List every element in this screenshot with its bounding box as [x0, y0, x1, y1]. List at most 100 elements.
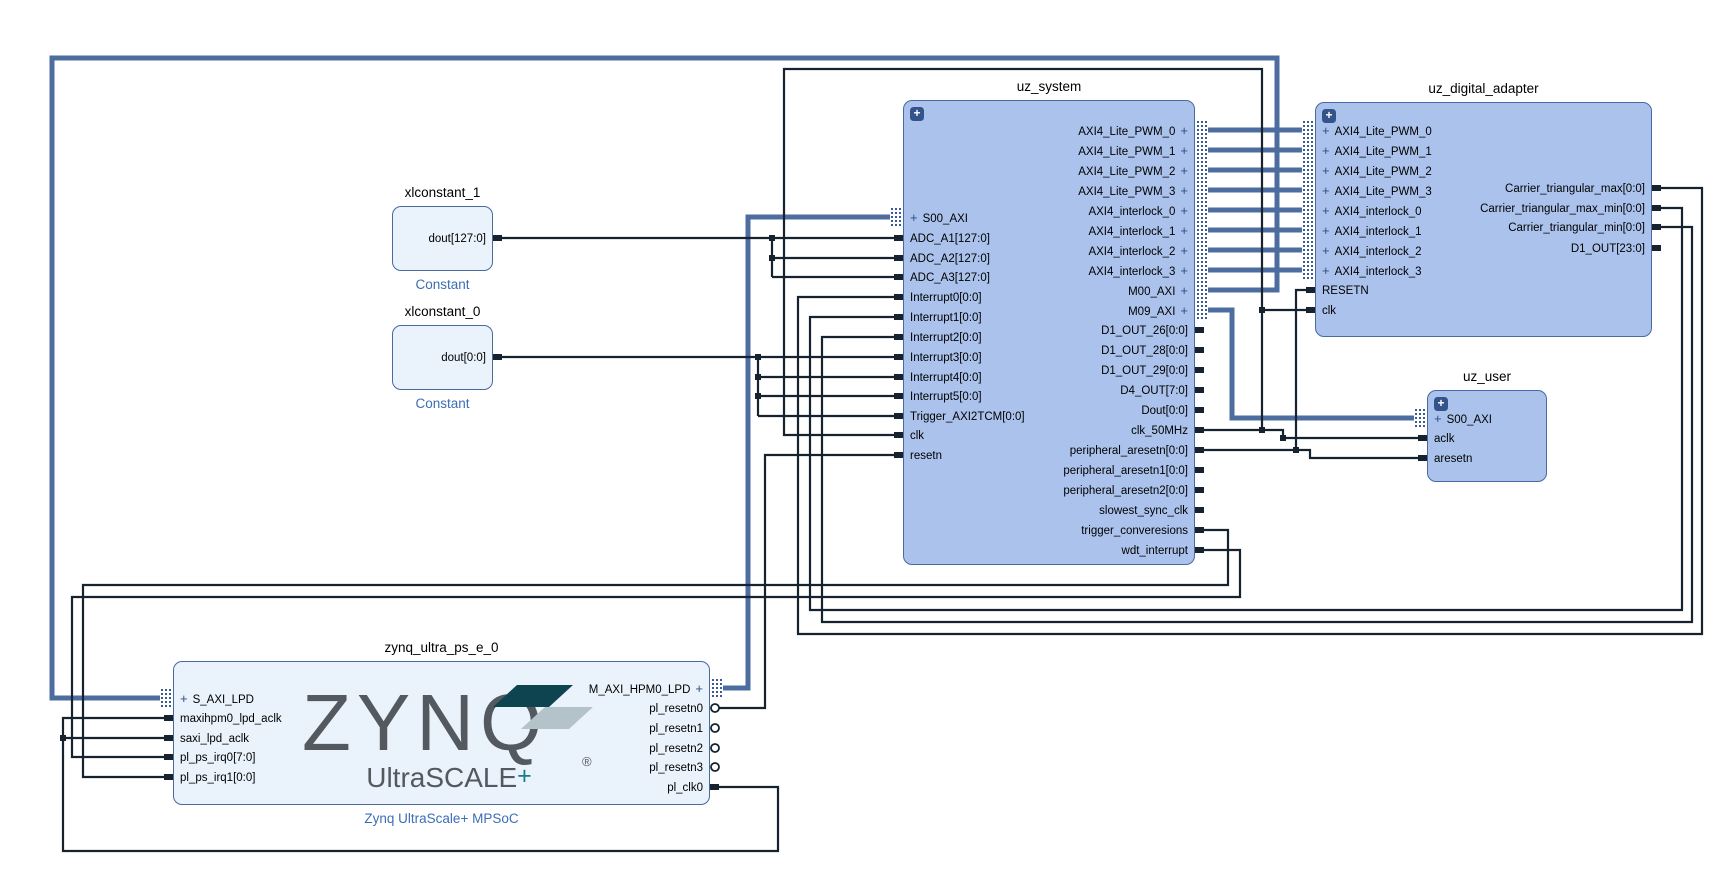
- port-aresetn[interactable]: aresetn: [1434, 451, 1472, 467]
- pin[interactable]: [894, 413, 903, 419]
- signal-wire[interactable]: [782, 67, 1264, 437]
- pin[interactable]: [894, 334, 903, 340]
- pin[interactable]: [1195, 487, 1204, 493]
- signal-wire[interactable]: [1195, 288, 1315, 452]
- port-Dout[0:0][interactable]: Dout[0:0]: [1141, 403, 1188, 419]
- pin[interactable]: [1418, 455, 1427, 461]
- inverted-pin[interactable]: [710, 743, 720, 753]
- interface-wire[interactable]: [1207, 307, 1415, 421]
- port-AXI4_Lite_PWM_2[interactable]: AXI4_Lite_PWM_2+: [1078, 163, 1188, 179]
- port-ADC_A2[127:0][interactable]: ADC_A2[127:0]: [910, 251, 990, 267]
- port-Interrupt5[0:0][interactable]: Interrupt5[0:0]: [910, 389, 982, 405]
- port-AXI4_Lite_PWM_2[interactable]: +AXI4_Lite_PWM_2: [1322, 163, 1432, 179]
- inverted-pin[interactable]: [710, 703, 720, 713]
- port-AXI4_interlock_0[interactable]: +AXI4_interlock_0: [1322, 203, 1422, 219]
- pin[interactable]: [1306, 307, 1315, 313]
- pin[interactable]: [1418, 435, 1427, 441]
- block-uz_digital_adapter[interactable]: ++AXI4_Lite_PWM_0+AXI4_Lite_PWM_1+AXI4_L…: [1315, 102, 1652, 337]
- signal-wire[interactable]: [81, 528, 1230, 779]
- port-pl_resetn3[interactable]: pl_resetn3: [649, 760, 703, 776]
- port-maxihpm0_lpd_aclk[interactable]: maxihpm0_lpd_aclk: [180, 711, 282, 727]
- port-AXI4_Lite_PWM_0[interactable]: +AXI4_Lite_PWM_0: [1322, 123, 1432, 139]
- port-saxi_lpd_aclk[interactable]: saxi_lpd_aclk: [180, 731, 249, 747]
- port-AXI4_Lite_PWM_0[interactable]: AXI4_Lite_PWM_0+: [1078, 123, 1188, 139]
- port-clk[interactable]: clk: [910, 428, 924, 444]
- port-peripheral_aresetn[0:0][interactable]: peripheral_aresetn[0:0]: [1070, 443, 1188, 459]
- port-D1_OUT_28[0:0][interactable]: D1_OUT_28[0:0]: [1101, 343, 1188, 359]
- port-AXI4_interlock_1[interactable]: AXI4_interlock_1+: [1088, 223, 1188, 239]
- pin[interactable]: [894, 452, 903, 458]
- pin[interactable]: [894, 393, 903, 399]
- port-AXI4_interlock_0[interactable]: AXI4_interlock_0+: [1088, 203, 1188, 219]
- signal-wire[interactable]: [718, 453, 903, 710]
- port-S00_AXI[interactable]: +S00_AXI: [910, 210, 968, 226]
- inverted-pin[interactable]: [710, 723, 720, 733]
- port-RESETN[interactable]: RESETN: [1322, 283, 1369, 299]
- port-D1_OUT[23:0][interactable]: D1_OUT[23:0]: [1571, 241, 1645, 257]
- signal-wire[interactable]: [61, 716, 780, 853]
- block-xlconstant_0[interactable]: dout[0:0]: [392, 325, 493, 390]
- pin[interactable]: [894, 374, 903, 380]
- port-dout[0:0][interactable]: dout[0:0]: [441, 350, 486, 366]
- expand-icon[interactable]: +: [1434, 397, 1448, 411]
- pin[interactable]: [1195, 427, 1204, 433]
- pin[interactable]: [1195, 527, 1204, 533]
- block-zynq_ultra_ps_e_0[interactable]: +S_AXI_LPD maxihpm0_lpd_aclk saxi_lpd_aclk…: [173, 661, 710, 805]
- port-Carrier_triangular_max[0:0][interactable]: Carrier_triangular_max[0:0]: [1505, 181, 1645, 197]
- pin[interactable]: [1195, 407, 1204, 413]
- pin[interactable]: [894, 354, 903, 360]
- pin[interactable]: [1652, 224, 1661, 230]
- port-peripheral_aresetn2[0:0][interactable]: peripheral_aresetn2[0:0]: [1063, 483, 1188, 499]
- port-dout[127:0][interactable]: dout[127:0]: [428, 231, 486, 247]
- pin[interactable]: [894, 432, 903, 438]
- port-AXI4_interlock_1[interactable]: +AXI4_interlock_1: [1322, 223, 1422, 239]
- port-AXI4_interlock_2[interactable]: AXI4_interlock_2+: [1088, 243, 1188, 259]
- port-slowest_sync_clk[interactable]: slowest_sync_clk: [1099, 503, 1188, 519]
- port-S_AXI_LPD[interactable]: +S_AXI_LPD: [180, 691, 254, 707]
- port-AXI4_Lite_PWM_1[interactable]: +AXI4_Lite_PWM_1: [1322, 143, 1432, 159]
- pin[interactable]: [164, 715, 173, 721]
- signal-wire[interactable]: [796, 186, 1704, 636]
- pin[interactable]: [1652, 205, 1661, 211]
- port-pl_resetn2[interactable]: pl_resetn2: [649, 741, 703, 757]
- port-pl_ps_irq0[7:0][interactable]: pl_ps_irq0[7:0]: [180, 750, 255, 766]
- pin[interactable]: [1195, 327, 1204, 333]
- port-Trigger_AXI2TCM[0:0][interactable]: Trigger_AXI2TCM[0:0]: [910, 409, 1025, 425]
- port-Carrier_triangular_min[0:0][interactable]: Carrier_triangular_min[0:0]: [1508, 220, 1645, 236]
- pin[interactable]: [1195, 347, 1204, 353]
- pin[interactable]: [1195, 387, 1204, 393]
- pin[interactable]: [164, 774, 173, 780]
- port-pl_ps_irq1[0:0][interactable]: pl_ps_irq1[0:0]: [180, 770, 255, 786]
- port-AXI4_Lite_PWM_3[interactable]: AXI4_Lite_PWM_3+: [1078, 183, 1188, 199]
- port-M09_AXI[interactable]: M09_AXI+: [1128, 303, 1188, 319]
- port-Interrupt4[0:0][interactable]: Interrupt4[0:0]: [910, 370, 982, 386]
- port-pl_resetn0[interactable]: pl_resetn0: [649, 701, 703, 717]
- pin[interactable]: [1652, 185, 1661, 191]
- signal-wire[interactable]: [820, 225, 1694, 624]
- pin[interactable]: [710, 784, 719, 790]
- port-clk[interactable]: clk: [1322, 303, 1336, 319]
- pin[interactable]: [1306, 287, 1315, 293]
- signal-wire[interactable]: [1296, 448, 1427, 460]
- port-D1_OUT_26[0:0][interactable]: D1_OUT_26[0:0]: [1101, 323, 1188, 339]
- block-xlconstant_1[interactable]: dout[127:0]: [392, 206, 493, 271]
- pin[interactable]: [894, 314, 903, 320]
- pin[interactable]: [1195, 467, 1204, 473]
- port-AXI4_interlock_3[interactable]: +AXI4_interlock_3: [1322, 263, 1422, 279]
- pin[interactable]: [894, 235, 903, 241]
- port-clk_50MHz[interactable]: clk_50MHz: [1131, 423, 1188, 439]
- signal-wire[interactable]: [808, 206, 1684, 612]
- interface-wire[interactable]: [722, 214, 891, 691]
- port-aclk[interactable]: aclk: [1434, 431, 1454, 447]
- signal-wire[interactable]: [70, 548, 1242, 759]
- interface-wire[interactable]: [49, 55, 1280, 701]
- port-M00_AXI[interactable]: M00_AXI+: [1128, 283, 1188, 299]
- port-Interrupt0[0:0][interactable]: Interrupt0[0:0]: [910, 290, 982, 306]
- port-Interrupt1[0:0][interactable]: Interrupt1[0:0]: [910, 310, 982, 326]
- expand-icon[interactable]: +: [910, 107, 924, 121]
- port-D4_OUT[7:0][interactable]: D4_OUT[7:0]: [1120, 383, 1188, 399]
- pin[interactable]: [1652, 245, 1661, 251]
